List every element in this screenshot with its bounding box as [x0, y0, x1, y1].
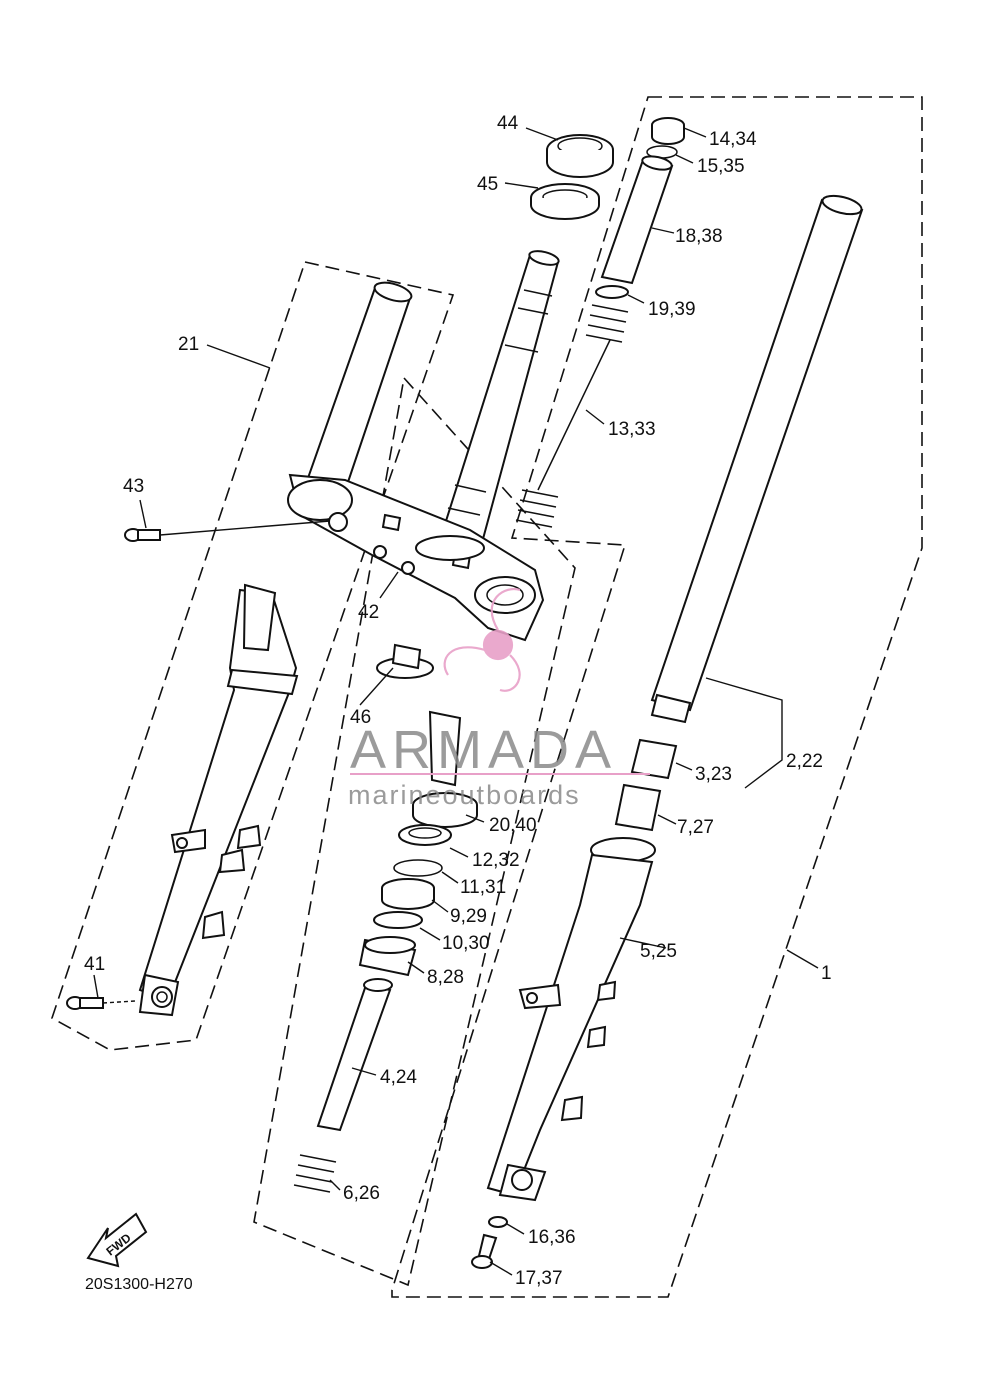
steering-stem-assembly — [287, 250, 560, 642]
callout-20-40: 20,40 — [489, 815, 537, 836]
cap-bolt-14-34 — [651, 117, 685, 145]
bolt-43 — [124, 520, 331, 542]
left-outer-tube — [138, 588, 298, 1002]
callout-46: 46 — [350, 707, 371, 728]
callout-21: 21 — [178, 334, 199, 355]
steering-stem-shaft — [438, 253, 560, 552]
callout-15-35: 15,35 — [697, 156, 745, 177]
damper-rod-4-24 — [316, 978, 393, 1132]
watermark-tagline: marineoutboards — [348, 780, 581, 810]
fwd-arrow-icon: FWD — [86, 1212, 148, 1268]
nut-46 — [376, 643, 434, 679]
bolt-41 — [66, 996, 136, 1010]
washer-19-39 — [595, 285, 629, 299]
diagram-code: 20S1300-H270 — [85, 1276, 193, 1293]
boundary-inner-assembly — [253, 376, 576, 1287]
callout-43: 43 — [123, 476, 144, 497]
callout-labels: 44 45 14,34 15,35 18,38 19,39 13,33 21 4… — [84, 113, 832, 1289]
callout-9-29: 9,29 — [450, 906, 487, 927]
clip-11-31 — [393, 859, 443, 877]
oil-seal-12-32 — [398, 824, 452, 846]
oil-seal-9-29 — [381, 878, 435, 910]
callout-17-37: 17,37 — [515, 1268, 563, 1289]
fork-spring-13-33 — [515, 304, 629, 528]
dust-seal-20-40 — [412, 710, 478, 828]
callout-45: 45 — [477, 174, 498, 195]
rebound-spring-6-26 — [293, 1154, 337, 1193]
left-fork-assembly — [138, 281, 413, 1017]
callout-7-27: 7,27 — [677, 817, 714, 838]
callout-18-38: 18,38 — [675, 226, 723, 247]
callout-11-31: 11,31 — [460, 877, 506, 898]
callout-44: 44 — [497, 113, 519, 134]
callout-2-22: 2,22 — [786, 751, 823, 772]
slide-bushing-3-23 — [630, 738, 678, 780]
callout-3-23: 3,23 — [695, 764, 732, 785]
boundary-assembly-21 — [51, 261, 455, 1051]
washer-16-36 — [488, 1216, 508, 1228]
callout-13-33: 13,33 — [608, 419, 656, 440]
callout-10-30: 10,30 — [442, 933, 490, 954]
slide-bushing-7-27 — [614, 783, 662, 832]
callout-4-24: 4,24 — [380, 1067, 417, 1088]
left-inner-tube — [306, 286, 412, 490]
bearing-45 — [530, 183, 600, 220]
washer-10-30 — [373, 911, 423, 929]
armada-logo-icon — [443, 587, 521, 692]
watermark-brand: ARMADA — [350, 720, 617, 780]
right-inner-tube-2-22 — [650, 194, 864, 724]
right-outer-tube-5-25 — [486, 837, 656, 1202]
callout-19-39: 19,39 — [648, 299, 696, 320]
callout-12-32: 12,32 — [472, 850, 520, 871]
callout-8-28: 8,28 — [427, 967, 464, 988]
collar-8-28 — [358, 936, 417, 977]
callout-16-36: 16,36 — [528, 1227, 576, 1248]
bearing-44 — [546, 134, 614, 178]
callout-14-34: 14,34 — [709, 129, 757, 150]
armada-watermark: ARMADA marineoutboards — [348, 587, 650, 810]
callout-1: 1 — [821, 963, 832, 984]
callout-5-25: 5,25 — [640, 941, 677, 962]
bolt-17-37 — [471, 1233, 498, 1269]
leader-lines — [93, 127, 819, 1276]
callout-41: 41 — [84, 954, 105, 975]
callout-6-26: 6,26 — [343, 1183, 380, 1204]
callout-42: 42 — [358, 602, 379, 623]
spacer-18-38 — [600, 155, 674, 285]
